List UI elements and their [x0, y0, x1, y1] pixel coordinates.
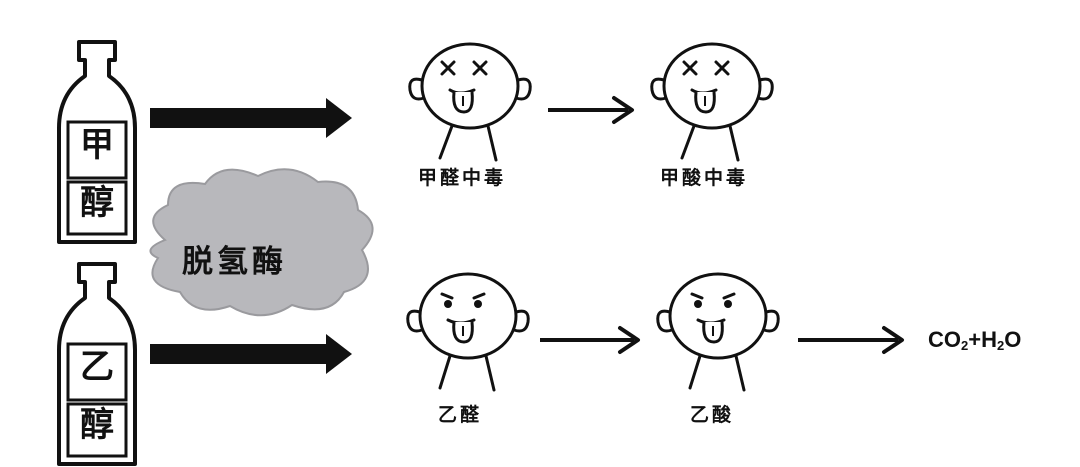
products-formula: CO2+H2O — [928, 327, 1021, 353]
ethanol-char-2: 醇 — [80, 408, 114, 442]
ethanol-char-1: 乙 — [80, 350, 114, 384]
acetic-acid-label: 乙酸 — [690, 400, 734, 427]
formaldehyde-poisoning-label: 甲醛中毒 — [418, 163, 506, 190]
formula-co: CO — [928, 327, 961, 352]
acetaldehyde-label: 乙醛 — [438, 400, 482, 427]
enzyme-label: 脱氢酶 — [182, 236, 287, 281]
methanol-char-1: 甲 — [80, 128, 114, 162]
formaldehyde-to-formic-arrow — [548, 98, 632, 122]
formic-acid-poisoning-label: 甲酸中毒 — [660, 163, 748, 190]
acetaldehyde-face-icon — [408, 274, 529, 390]
acetic-to-products-arrow — [798, 328, 902, 352]
formic-acid-poisoning-face-icon — [652, 44, 773, 160]
methanol-arrow — [150, 98, 352, 138]
ethanol-arrow — [150, 334, 352, 374]
formula-plus-h: +H — [968, 327, 997, 352]
formula-o: O — [1004, 327, 1021, 352]
acetic-acid-face-icon — [658, 274, 779, 390]
acetaldehyde-to-acetic-arrow — [540, 328, 638, 352]
formaldehyde-poisoning-face-icon — [410, 44, 531, 160]
methanol-char-2: 醇 — [80, 186, 114, 220]
